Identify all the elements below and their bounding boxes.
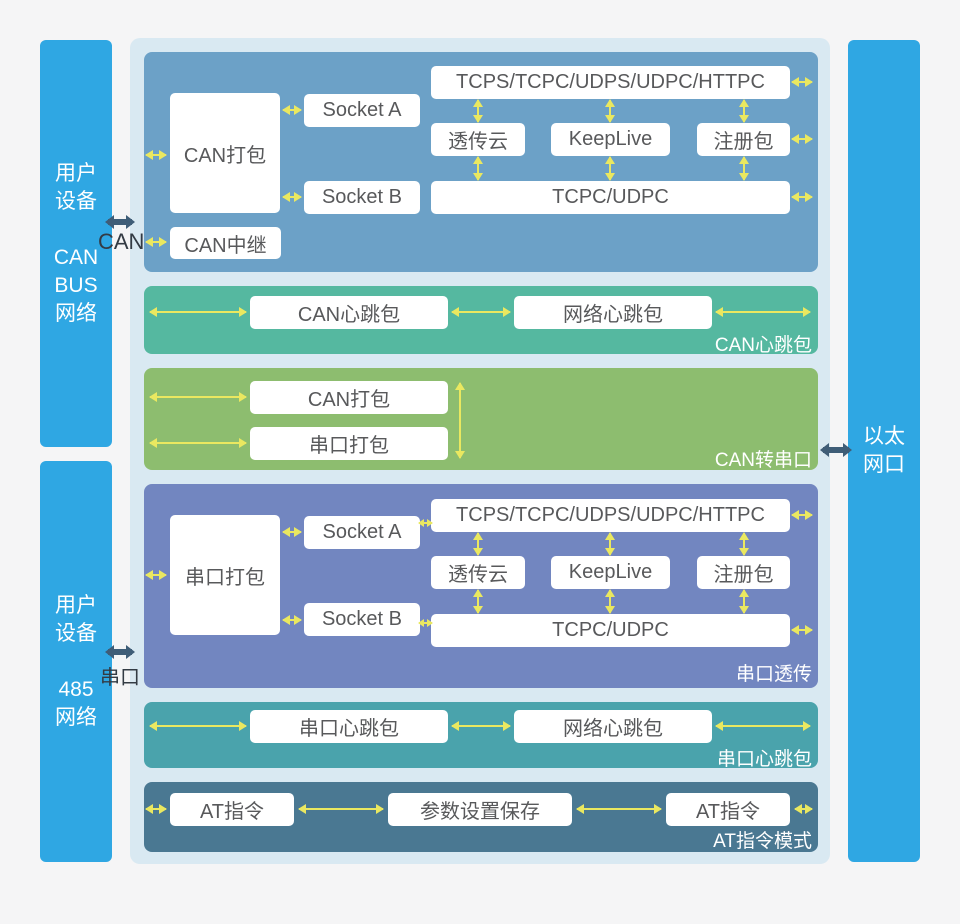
box-cloud-2: 透传云 [431, 556, 525, 589]
h-arrow [282, 615, 302, 625]
v-arrow [473, 99, 483, 123]
label-at-mode: AT指令模式 [713, 831, 812, 852]
v-arrow [473, 156, 483, 181]
h-arrow [791, 77, 813, 87]
box-at-cmd-left: AT指令 [170, 793, 294, 826]
h-arrow [791, 192, 813, 202]
v-arrow [605, 156, 615, 181]
conn-label-can: CAN [98, 229, 145, 254]
h-arrow [451, 307, 511, 317]
h-arrow [791, 134, 813, 144]
box-socket-a-1: Socket A [304, 94, 420, 127]
label-serial-transparent: 串口透传 [735, 664, 812, 685]
h-arrow [282, 527, 302, 537]
v-arrow [473, 532, 483, 556]
box-serial-pack: 串口打包 [170, 515, 280, 635]
h-arrow [149, 438, 247, 448]
v-arrow [473, 589, 483, 614]
panel-ethernet-text: 以太 网口 [863, 425, 905, 476]
dark-arrow-ethernet [820, 443, 852, 457]
h-arrow [794, 804, 813, 814]
h-arrow [149, 307, 247, 317]
label-serial-heartbeat: 串口心跳包 [716, 749, 812, 770]
h-arrow [418, 519, 433, 527]
box-can-relay: CAN中继 [170, 227, 281, 259]
box-socket-a-2: Socket A [304, 516, 420, 549]
panel-user-canbus: 用户 设备 CAN BUS 网络 [40, 40, 112, 447]
h-arrow [715, 307, 811, 317]
box-tcpc-udpc-1: TCPC/UDPC [431, 181, 790, 214]
h-arrow [145, 237, 167, 247]
box-protocols-1: TCPS/TCPC/UDPS/UDPC/HTTPC [431, 66, 790, 99]
box-can-heartbeat: CAN心跳包 [250, 296, 448, 329]
box-register-1: 注册包 [697, 123, 790, 156]
box-socket-b-2: Socket B [304, 603, 420, 636]
box-param-save: 参数设置保存 [388, 793, 572, 826]
panel-user-485-text: 用户 设备 485 网络 [55, 593, 97, 729]
h-arrow [298, 804, 384, 814]
h-arrow [149, 721, 247, 731]
box-keeplive-2: KeepLive [551, 556, 670, 589]
box-can-pack-2: CAN打包 [250, 381, 448, 414]
box-protocols-2: TCPS/TCPC/UDPS/UDPC/HTTPC [431, 499, 790, 532]
v-arrow [605, 99, 615, 123]
box-socket-b-1: Socket B [304, 181, 420, 214]
panel-user-canbus-text: 用户 设备 CAN BUS 网络 [53, 161, 99, 325]
conn-label-serial: 串口 [100, 667, 140, 689]
v-arrow [739, 156, 749, 181]
h-arrow [149, 392, 247, 402]
h-arrow [145, 570, 167, 580]
v-arrow [739, 532, 749, 556]
v-arrow [455, 382, 465, 459]
panel-user-485: 用户 设备 485 网络 [40, 461, 112, 862]
label-can-to-serial: CAN转串口 [714, 450, 812, 471]
label-can-heartbeat: CAN心跳包 [714, 335, 812, 356]
h-arrow [145, 150, 167, 160]
dark-arrow-serial [105, 645, 135, 659]
box-serial-pack-2: 串口打包 [250, 427, 448, 460]
h-arrow [715, 721, 811, 731]
v-arrow [605, 532, 615, 556]
panel-ethernet: 以太 网口 [848, 40, 920, 862]
box-net-heartbeat-2: 网络心跳包 [514, 710, 712, 743]
box-cloud-1: 透传云 [431, 123, 525, 156]
h-arrow [451, 721, 511, 731]
h-arrow [282, 192, 302, 202]
box-register-2: 注册包 [697, 556, 790, 589]
box-keeplive-1: KeepLive [551, 123, 670, 156]
box-at-cmd-right: AT指令 [666, 793, 790, 826]
h-arrow [791, 625, 813, 635]
v-arrow [605, 589, 615, 614]
v-arrow [739, 589, 749, 614]
h-arrow [791, 510, 813, 520]
box-tcpc-udpc-2: TCPC/UDPC [431, 614, 790, 647]
dark-arrow-can [105, 215, 135, 229]
box-serial-heartbeat: 串口心跳包 [250, 710, 448, 743]
h-arrow [576, 804, 662, 814]
box-can-pack: CAN打包 [170, 93, 280, 213]
h-arrow [145, 804, 167, 814]
v-arrow [739, 99, 749, 123]
h-arrow [282, 105, 302, 115]
h-arrow [418, 619, 433, 627]
box-net-heartbeat-1: 网络心跳包 [514, 296, 712, 329]
